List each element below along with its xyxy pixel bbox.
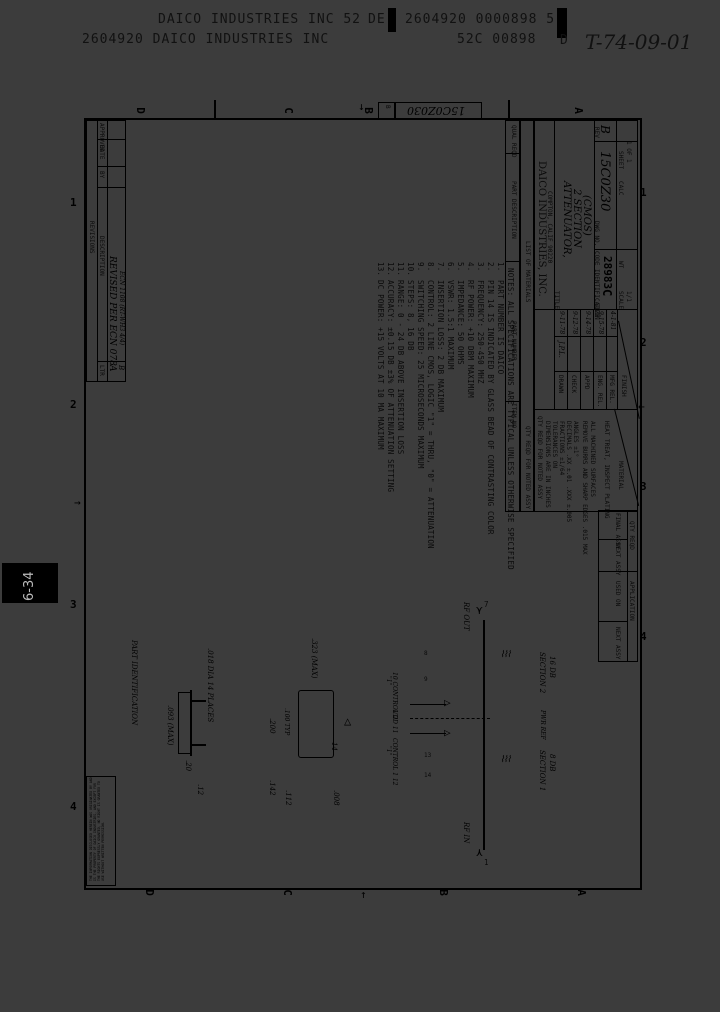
application-block: APPLICATION NEXT ASSY USED ON NEXT ASSY … [598,510,638,662]
rf-in-label: RF IN [462,822,470,844]
code-ident: 28983 [601,256,614,290]
package-body-top [298,690,334,758]
zone-left-4: 4 [70,800,77,813]
resistor-network-2: ⌇⌇⌇ [500,650,511,660]
resistor-network-1: ⌇⌇⌇ [500,755,511,765]
bom-title: LIST OF MATERIALS [524,241,531,303]
ground-pin-13: 13 [424,752,432,759]
header-line2-flag: D [560,33,569,48]
zone-bottom-a: A [574,889,588,896]
zone-right-4: 4 [640,630,647,643]
header-line1: DAICO INDUSTRIES INC 52 [158,12,362,27]
scan-mark [557,8,567,38]
driver-2-icon: ▷ [444,696,451,709]
zone-bottom-d: D [142,889,156,896]
zone-left-3: 3 [70,598,77,611]
rev-value: B [598,125,612,134]
scan-mark [388,8,396,32]
zone-right-3: 3 [640,480,647,493]
rev-row-a-desc: REVISED PER ECN 078 [107,256,117,366]
zone-top-d: D [133,107,147,114]
rf-out-connector-icon: ⋎ [476,604,483,617]
zone-left-2: 2 [70,398,77,411]
driver-1-icon: ▷ [444,726,451,739]
zone-left-1: 1 [70,196,77,209]
zone-right-1: 1 [640,186,647,199]
drawing-frame [84,118,642,890]
pin-dia-label: .018 DIA 14 PLACES [206,648,214,723]
proprietary-notice: THE INFORMATION DISCLOSED HEREIN WAS ORI… [89,777,105,881]
application-title: APPLICATION [628,581,635,621]
section-2-label: SECTION 2 [538,652,546,694]
ground-pin-8: 8 [424,650,428,657]
revisions-title: REVISIONS [88,221,95,254]
bom-title-strip: LIST OF MATERIALS QTY REQD FOR NOTED ASS… [519,120,535,512]
title-line-3: (CMOS) [581,195,592,236]
header-line2-left: 2604920 DAICO INDUSTRIES INC [82,32,330,47]
height-dim: .093 (MAX) [166,705,174,746]
center-arrow-right: ← [638,400,645,413]
bom-header-strip: QUAL REQD PART DESCRIPTION PART NUMBER I… [505,120,521,512]
zone-bottom-b: B [436,889,450,896]
rev-row-b-ltr: B [117,365,125,371]
top-stamp-dwg-no: 15C0Z030 [407,104,466,117]
title-block: DAICO INDUSTRIES, INC. COMPTON, CALIF 90… [533,120,640,555]
part-id-label: PART IDENTIFICATION [130,640,138,726]
note-flag-triangle: △ [344,714,352,728]
section-1-label: SECTION 1 [538,750,546,792]
handwritten-ref: T-74-09-01 [585,30,693,54]
page-number: 6-34 [22,571,37,601]
proprietary-notice-box: THE INFORMATION DISCLOSED HEREIN WAS ORI… [86,776,116,886]
page-tab: 6-34 [2,563,58,603]
zone-top-c: C [281,107,295,114]
dwg-number: 15C0Z30 [597,151,612,212]
header-line1-right: 2604920 0000898 5 [405,12,556,27]
center-arrow-top: ↓ [358,100,365,113]
rev-row-b-desc: ECN 1108 (RT-WH3 4/4) [118,271,125,346]
rf-in-connector-icon: ⋏ [476,846,483,859]
zone-bottom-c: C [280,889,294,896]
zone-right-2: 2 [640,336,647,349]
header-line2-right: 52C 00898 [457,32,537,47]
company-sub: COMPTON, CALIF 90220 [546,191,553,264]
sheet-value: 1 OF 1 [625,141,632,163]
zone-top-a: A [571,107,585,114]
rf-out-label: RF OUT [462,602,470,631]
header-line1-code: DE [368,12,386,27]
ground-pin-9: 9 [424,676,428,683]
ground-pin-14: 14 [424,772,432,779]
center-arrow-bottom: ↑ [360,888,367,901]
size-value: C [600,289,614,297]
revisions-block: REVISIONS LTR DESCRIPTION BY DATE APPROV… [86,120,126,382]
center-arrow-left: → [74,496,81,509]
